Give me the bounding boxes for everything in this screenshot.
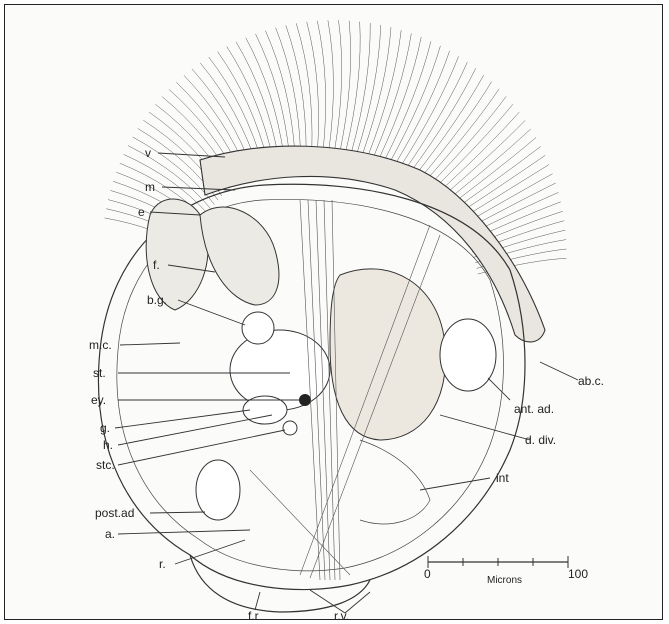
label-e: e — [138, 205, 145, 219]
cilium — [395, 51, 450, 165]
cilium — [236, 42, 279, 159]
cilium — [437, 112, 520, 194]
cilium — [286, 25, 306, 152]
cilium — [419, 82, 491, 180]
cilium — [363, 27, 391, 153]
label-h: h. — [103, 438, 113, 452]
cilium — [400, 56, 459, 167]
label-f: f. — [153, 258, 160, 272]
cilium — [424, 89, 499, 183]
digestive-diverticulum — [330, 269, 446, 440]
cilium — [227, 47, 274, 162]
label-post-ad: post.ad — [95, 506, 134, 520]
label-ab-c: ab.c. — [578, 374, 604, 388]
cilium — [340, 21, 350, 151]
cilium — [432, 104, 513, 190]
anterior-adhesive-gland — [440, 319, 496, 391]
cilium — [357, 25, 381, 153]
label-st: st. — [93, 366, 106, 380]
cilium — [448, 138, 536, 208]
label-fr: f.r — [248, 609, 259, 623]
label-rv: r.v. — [334, 609, 349, 623]
label-m: m — [145, 180, 155, 194]
intestine — [360, 440, 430, 524]
cilium — [265, 31, 295, 155]
label-v: v — [145, 146, 151, 160]
label-ey: ey. — [91, 393, 106, 407]
cilium — [307, 22, 319, 151]
cilium — [296, 23, 312, 151]
label-d-div: d. div. — [525, 433, 556, 447]
cilium — [276, 28, 301, 153]
cilium — [379, 37, 421, 158]
cilium — [374, 33, 412, 156]
cilium — [246, 38, 284, 158]
cilium — [335, 20, 342, 150]
foot — [190, 555, 370, 612]
scale-bar: 0 100 Microns — [424, 556, 588, 586]
cilium — [328, 20, 334, 150]
cilium — [405, 62, 467, 170]
cilium — [440, 120, 525, 198]
buccal-gland — [242, 312, 274, 344]
label-bg: b.g. — [147, 293, 167, 307]
label-mc: m.c. — [89, 338, 112, 352]
cilium — [352, 23, 371, 152]
funnel — [200, 207, 279, 305]
stomach — [230, 330, 330, 410]
cilium — [428, 96, 506, 186]
stc-organ — [283, 421, 297, 435]
label-a: a. — [105, 527, 115, 541]
label-r: r. — [159, 557, 166, 571]
label-g: g. — [100, 421, 110, 435]
eye — [299, 394, 311, 406]
scale-unit-label: Microns — [487, 575, 522, 586]
cilium — [346, 22, 360, 151]
label-int: int — [496, 471, 509, 485]
label-ant-ad: ant. ad. — [514, 402, 554, 416]
label-stc: stc. — [96, 458, 115, 472]
scale-start-label: 0 — [424, 567, 431, 581]
posterior-adhesive-gland — [196, 460, 240, 520]
scale-end-label: 100 — [568, 567, 588, 581]
